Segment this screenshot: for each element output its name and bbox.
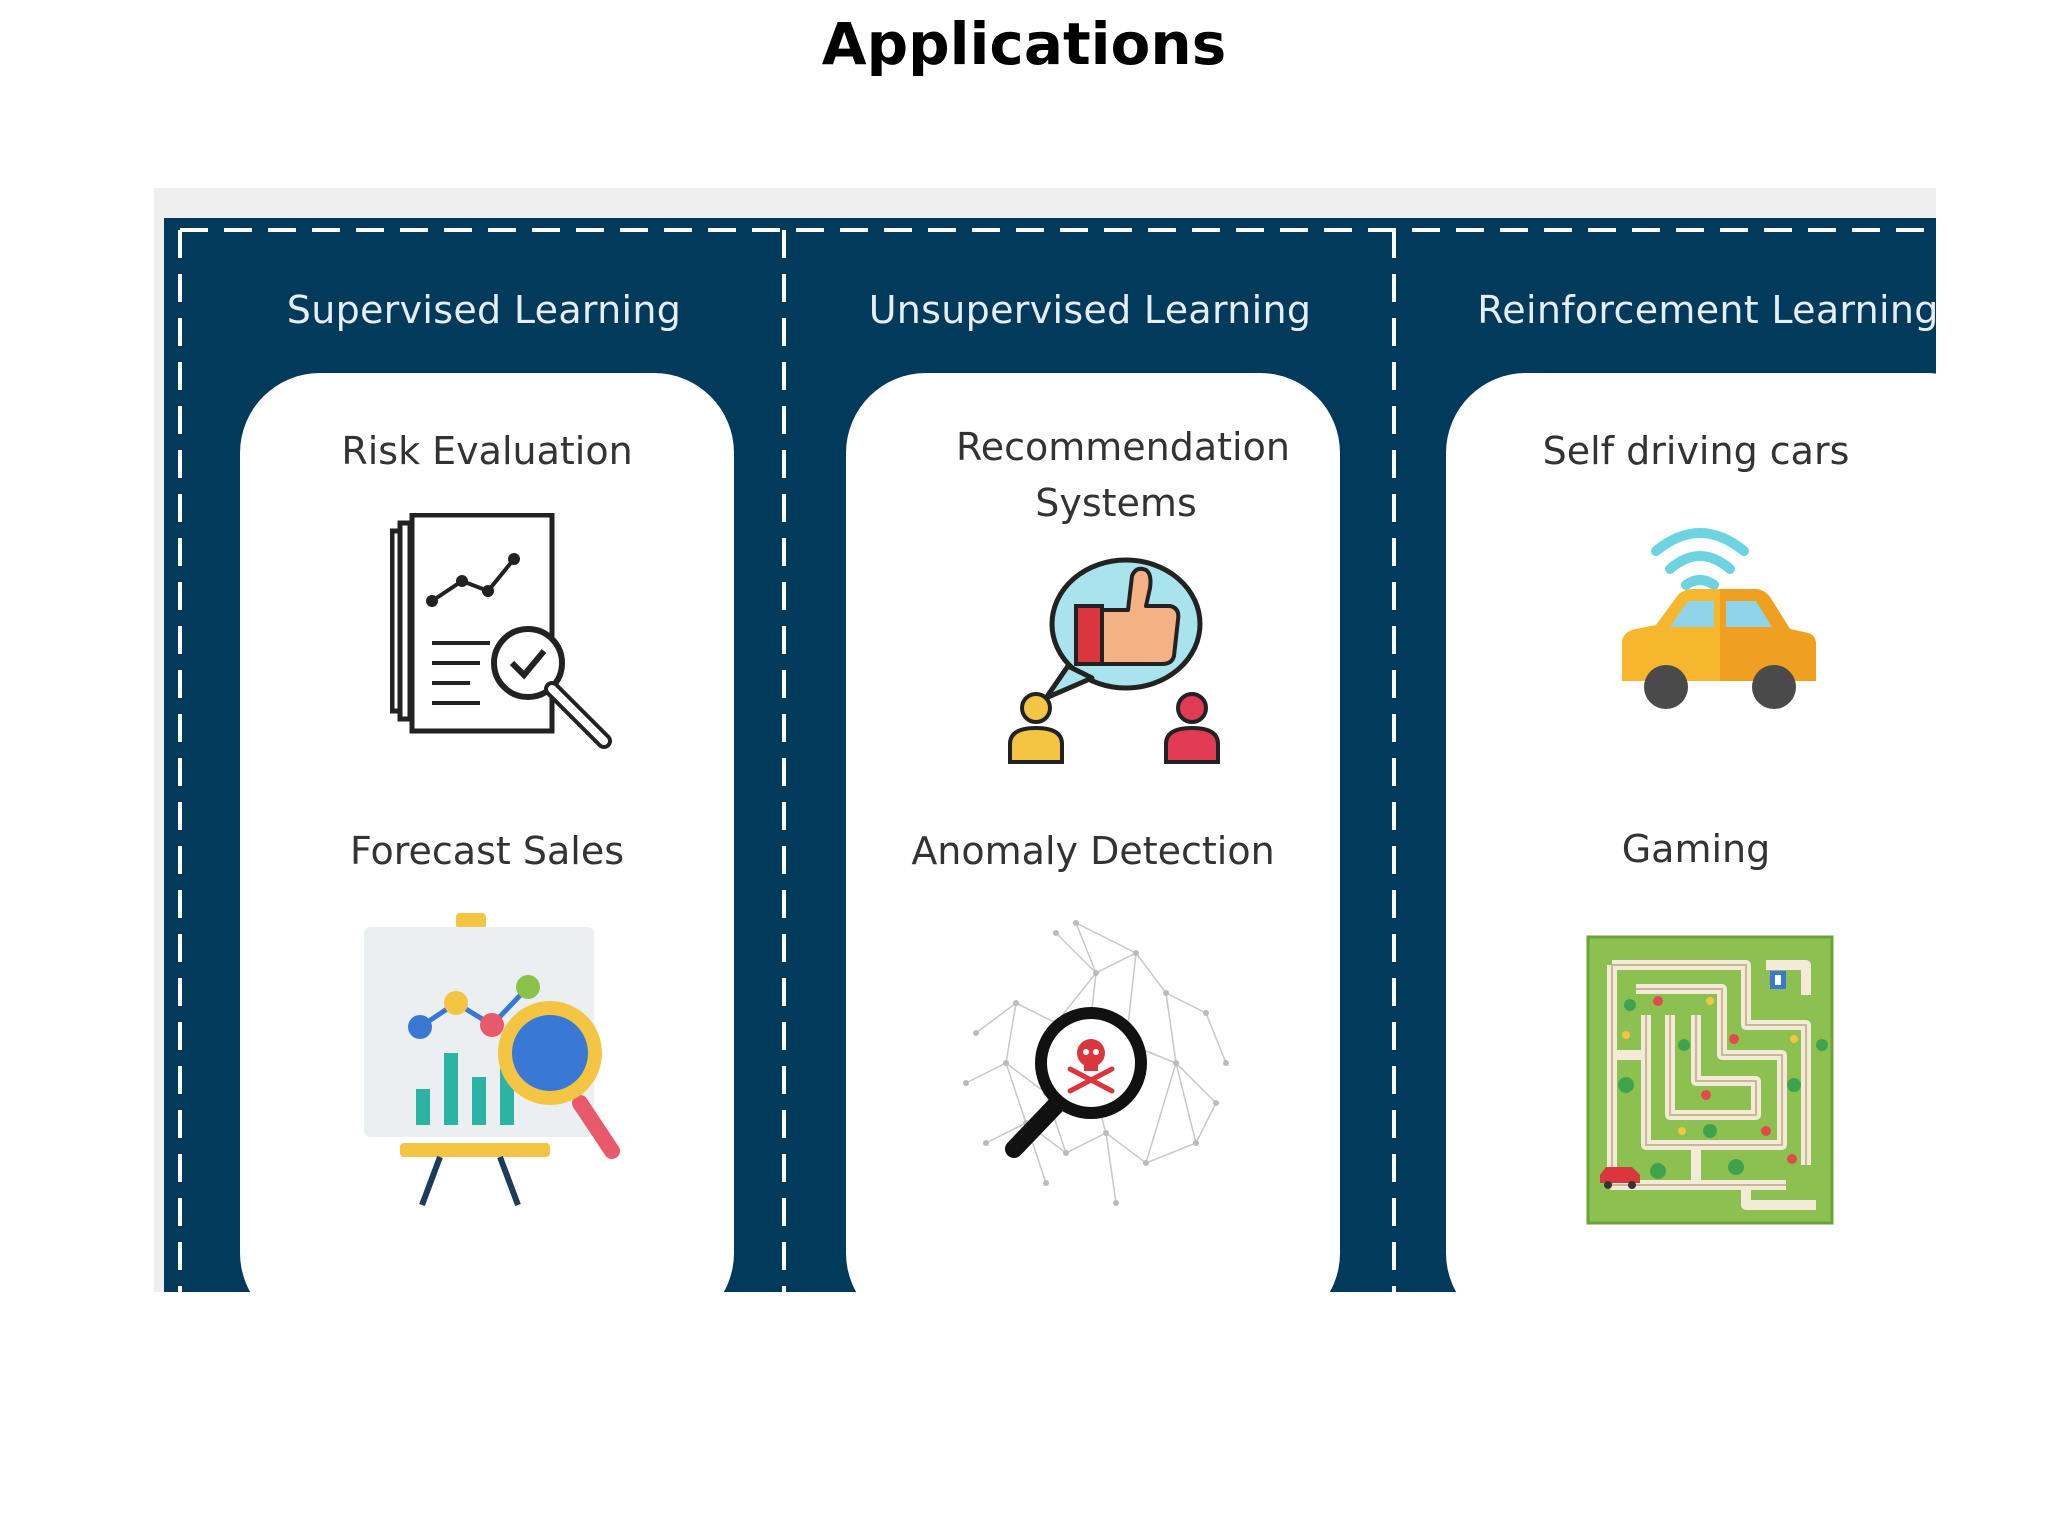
application-card: Risk Evaluation: [240, 373, 734, 1292]
column-reinforcement-learning: Reinforcement Learning Self driving cars…: [1408, 218, 1936, 1292]
item-label-gaming: Gaming: [1621, 827, 1771, 871]
dashed-dividers: [178, 228, 1936, 1292]
figure-panel: Supervised Learning Risk Evaluation: [164, 218, 1936, 1292]
column-heading: Supervised Learning: [286, 288, 682, 332]
column-heading: Unsupervised Learning: [868, 288, 1312, 332]
item-label-anomaly-detection: Anomaly Detection: [911, 829, 1275, 873]
item-label-recommendation-systems: Recommendation Systems: [956, 425, 1290, 525]
item-label-risk-evaluation: Risk Evaluation: [341, 429, 633, 473]
connected-car-icon: [1622, 528, 1816, 709]
page-title: Applications: [821, 10, 1227, 78]
column-heading: Reinforcement Learning: [1477, 288, 1936, 332]
column-supervised-learning: Supervised Learning Risk Evaluation: [194, 218, 774, 1292]
item-label-self-driving-cars: Self driving cars: [1542, 429, 1850, 473]
maze-map-icon: [1586, 935, 1834, 1225]
report-magnifier-icon: [390, 513, 612, 749]
easel-chart-magnifier-icon: [364, 913, 620, 1207]
thumbs-up-speech-bubble-icon: [1008, 557, 1220, 764]
application-card: Recommendation Systems Anomaly Detection: [846, 373, 1340, 1292]
network-magnifier-skull-icon: [963, 920, 1229, 1206]
item-label-forecast-sales: Forecast Sales: [349, 829, 624, 873]
application-card: Self driving cars Gaming: [1446, 373, 1936, 1292]
column-unsupervised-learning: Unsupervised Learning Recommendation Sys…: [800, 218, 1380, 1292]
